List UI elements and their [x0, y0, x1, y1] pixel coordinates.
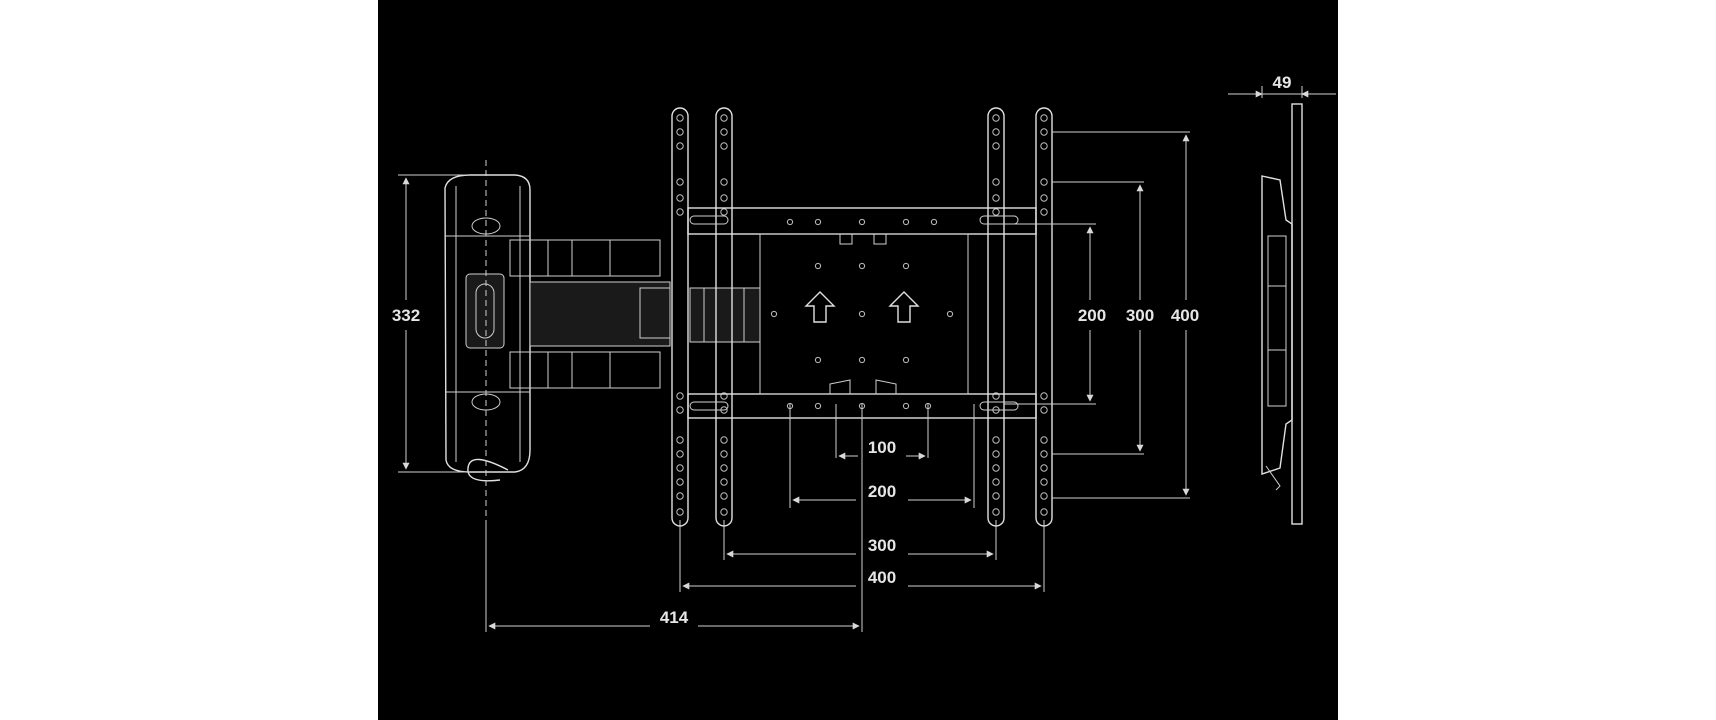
rail-hole: [992, 178, 1000, 186]
rail-hole: [1040, 492, 1048, 500]
dimension-labels: 49 332 200 300 400 100 200 300 400 414: [392, 73, 1292, 627]
rail-hole: [720, 142, 728, 150]
rail-hole: [1040, 436, 1048, 444]
plate-hole: [902, 356, 910, 364]
rail-hole: [676, 194, 684, 202]
rail-hole: [1040, 508, 1048, 516]
rail-hole: [720, 464, 728, 472]
plate-hole: [814, 218, 822, 226]
rail-hole: [1040, 178, 1048, 186]
dim-vesa-h100-label: 100: [868, 438, 896, 457]
rail-hole: [1040, 208, 1048, 216]
plate-hole: [902, 218, 910, 226]
rail-hole: [720, 508, 728, 516]
rail-hole: [676, 464, 684, 472]
dim-depth-label: 49: [1273, 73, 1292, 92]
rail-hole: [992, 492, 1000, 500]
plate-hole: [946, 310, 954, 318]
plate-hole: [814, 262, 822, 270]
rail-hole: [720, 194, 728, 202]
rail-hole: [676, 128, 684, 136]
plate-hole: [858, 356, 866, 364]
rail-hole: [992, 508, 1000, 516]
rail-hole: [676, 178, 684, 186]
rail-hole: [1040, 114, 1048, 122]
rail-hole: [1040, 450, 1048, 458]
rail-hole: [992, 464, 1000, 472]
rail-hole: [992, 208, 1000, 216]
rail-hole: [992, 478, 1000, 486]
rail-hole: [992, 450, 1000, 458]
dim-vesa-v400-label: 400: [1171, 306, 1199, 325]
plate-hole: [814, 402, 822, 410]
dim-vesa-v300-label: 300: [1126, 306, 1154, 325]
plate-hole: [858, 262, 866, 270]
rail-hole: [992, 128, 1000, 136]
rail-hole: [720, 492, 728, 500]
rail-hole: [676, 508, 684, 516]
rail-hole: [1040, 464, 1048, 472]
plate-hole: [858, 310, 866, 318]
rail-hole: [720, 450, 728, 458]
rail-hole: [720, 128, 728, 136]
plate-hole: [770, 310, 778, 318]
plate-hole: [814, 356, 822, 364]
rail-hole: [720, 478, 728, 486]
rail-hole: [1040, 406, 1048, 414]
dim-vesa-h400-label: 400: [868, 568, 896, 587]
dimension-lines: [398, 86, 1336, 632]
plate-hole: [902, 402, 910, 410]
rail-hole: [1040, 142, 1048, 150]
rail-hole: [676, 450, 684, 458]
rail-hole: [676, 142, 684, 150]
rail-hole: [992, 142, 1000, 150]
plate-hole: [858, 218, 866, 226]
dim-vesa-h300-label: 300: [868, 536, 896, 555]
rail-hole: [1040, 478, 1048, 486]
mount-plate: [687, 207, 1037, 419]
dim-vesa-h200-label: 200: [868, 482, 896, 501]
plate-hole: [786, 218, 794, 226]
rail-hole: [720, 436, 728, 444]
side-profile: [1261, 103, 1303, 525]
rail-hole: [1040, 128, 1048, 136]
rail-hole: [720, 114, 728, 122]
dim-extension-label: 414: [660, 608, 689, 627]
dim-vesa-v200-label: 200: [1078, 306, 1106, 325]
rail-hole: [992, 194, 1000, 202]
plate-hole: [902, 262, 910, 270]
rail-hole: [1040, 194, 1048, 202]
wall-mount-drawing: 49 332 200 300 400 100 200 300 400 414: [392, 73, 1336, 632]
wall-plate-and-arm: [444, 160, 761, 630]
rail-hole: [676, 406, 684, 414]
rail-hole: [676, 478, 684, 486]
dim-arm-height-label: 332: [392, 306, 420, 325]
rail-hole: [992, 436, 1000, 444]
rail-hole: [720, 208, 728, 216]
rail-hole: [676, 492, 684, 500]
rail-hole: [992, 114, 1000, 122]
rail-hole: [676, 392, 684, 400]
rail-hole: [676, 436, 684, 444]
rail-hole: [1040, 392, 1048, 400]
rail-hole: [676, 208, 684, 216]
plate-hole: [930, 218, 938, 226]
technical-drawing-panel: 49 332 200 300 400 100 200 300 400 414: [378, 0, 1338, 720]
rail-hole: [676, 114, 684, 122]
rail-hole: [720, 178, 728, 186]
